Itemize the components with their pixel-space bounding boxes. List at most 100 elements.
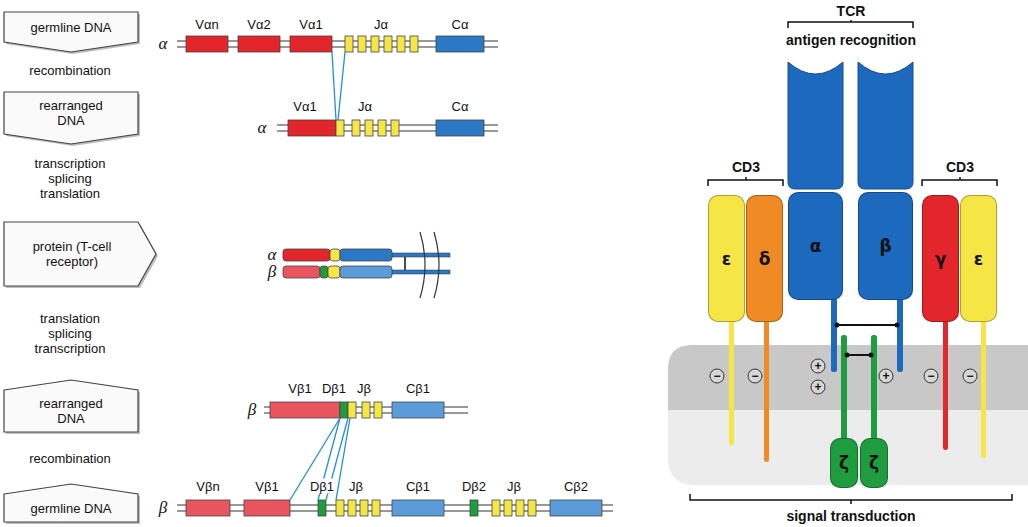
heading: CD3 [732, 159, 760, 175]
gene-segment [528, 500, 536, 516]
chain-name: β [268, 263, 276, 281]
gene-segment [348, 402, 356, 418]
strand-end [173, 39, 177, 49]
bond-dot [845, 353, 850, 358]
segment-label: Jα [356, 99, 374, 114]
transmembrane-stem [981, 320, 986, 458]
transmembrane-stem [729, 320, 734, 445]
gene-segment [348, 500, 356, 516]
transmembrane-stem [897, 298, 903, 372]
heading: signal transduction [786, 508, 915, 524]
chain-name: α [258, 119, 267, 137]
gene-segment [345, 36, 353, 52]
box-border [4, 222, 156, 286]
segment-label: Jβ [347, 479, 365, 494]
chain-name: γ [935, 249, 947, 269]
box-text: protein (T-cell receptor) [22, 239, 122, 269]
protein-domain [340, 249, 392, 261]
gene-segment [550, 500, 602, 516]
recombination-line [338, 52, 345, 120]
chain-name: β [879, 236, 891, 256]
membrane-arc [420, 232, 425, 298]
transmembrane-stem [831, 298, 837, 372]
charge-circle [710, 369, 724, 383]
transmembrane-stem [764, 320, 769, 462]
chain-name: β [248, 401, 256, 419]
strand-end [173, 503, 177, 513]
gene-segment [384, 36, 392, 52]
segment-label: Jβ [505, 479, 523, 494]
gene-segment [372, 500, 380, 516]
segment-label: Vα1 [291, 99, 318, 114]
protein-domain [320, 266, 328, 278]
gene-segment [290, 36, 332, 52]
chain-name: α [268, 246, 277, 264]
process-step: translation splicing transcription [35, 311, 106, 356]
chain-name: δ [759, 249, 771, 269]
process-step: recombination [29, 63, 111, 78]
transmembrane-stem [943, 320, 948, 450]
protein-chain: α [788, 192, 843, 300]
strand-end [498, 123, 502, 133]
charge-sign: + [814, 360, 821, 372]
membrane [668, 345, 1028, 410]
gene-segment [470, 500, 478, 516]
process-box: rearranged DNA [4, 380, 138, 432]
disulfide-bond [404, 257, 406, 270]
chain-name: ζ [839, 453, 849, 473]
segment-label: Cβ2 [562, 479, 590, 494]
gene-segment [186, 500, 230, 516]
membrane-arc [434, 232, 439, 298]
gene-segment [270, 402, 340, 418]
strand-end [498, 39, 502, 49]
gene-segment [378, 120, 386, 136]
bracket [708, 177, 783, 186]
protein-chain: β [858, 192, 913, 300]
gene-segment [244, 500, 290, 516]
segment-label: Dβ1 [320, 381, 348, 396]
box-border [4, 12, 138, 52]
gene-segment [436, 120, 484, 136]
variable-domain [858, 62, 913, 189]
gene-segment [392, 402, 444, 418]
recombination-line [332, 52, 336, 120]
bracket [788, 20, 913, 28]
segment-label: Cα [450, 99, 471, 114]
bond-dot [835, 323, 840, 328]
bond-dot [895, 323, 900, 328]
gene-segment [374, 402, 382, 418]
dna-strand [173, 500, 617, 516]
gene-segment [358, 36, 366, 52]
cell-interior [668, 345, 1028, 485]
process-box: protein (T-cell receptor) [4, 222, 156, 286]
transmembrane-stem [841, 335, 847, 440]
disulfide-bond [837, 324, 897, 326]
protein-chain: ζ [860, 438, 888, 488]
dna-strand [273, 120, 502, 136]
bracket [690, 494, 1012, 504]
gene-segment [362, 402, 370, 418]
gene-segment [371, 36, 379, 52]
chain-name: ε [974, 249, 983, 269]
charge-sign: − [751, 370, 758, 382]
box-text: germline DNA [31, 20, 112, 35]
box-text: rearranged DNA [31, 396, 111, 426]
charge-sign: + [882, 370, 889, 382]
recombination-line [290, 418, 340, 500]
variable-domain [788, 62, 843, 189]
gene-segment [360, 500, 368, 516]
segment-label: Vα2 [245, 17, 272, 32]
segment-label: Vα1 [297, 17, 324, 32]
heading: TCR [837, 3, 866, 19]
gene-segment [410, 36, 418, 52]
charge-circle [811, 359, 825, 373]
segment-label: Vβ1 [286, 381, 313, 396]
gene-segment [504, 500, 512, 516]
protein-chain: γ [922, 195, 959, 322]
gene-segment [391, 120, 399, 136]
segment-label: Vβ1 [253, 479, 280, 494]
heading: antigen recognition [786, 32, 916, 48]
gene-segment [186, 36, 228, 52]
charge-circle [748, 369, 762, 383]
